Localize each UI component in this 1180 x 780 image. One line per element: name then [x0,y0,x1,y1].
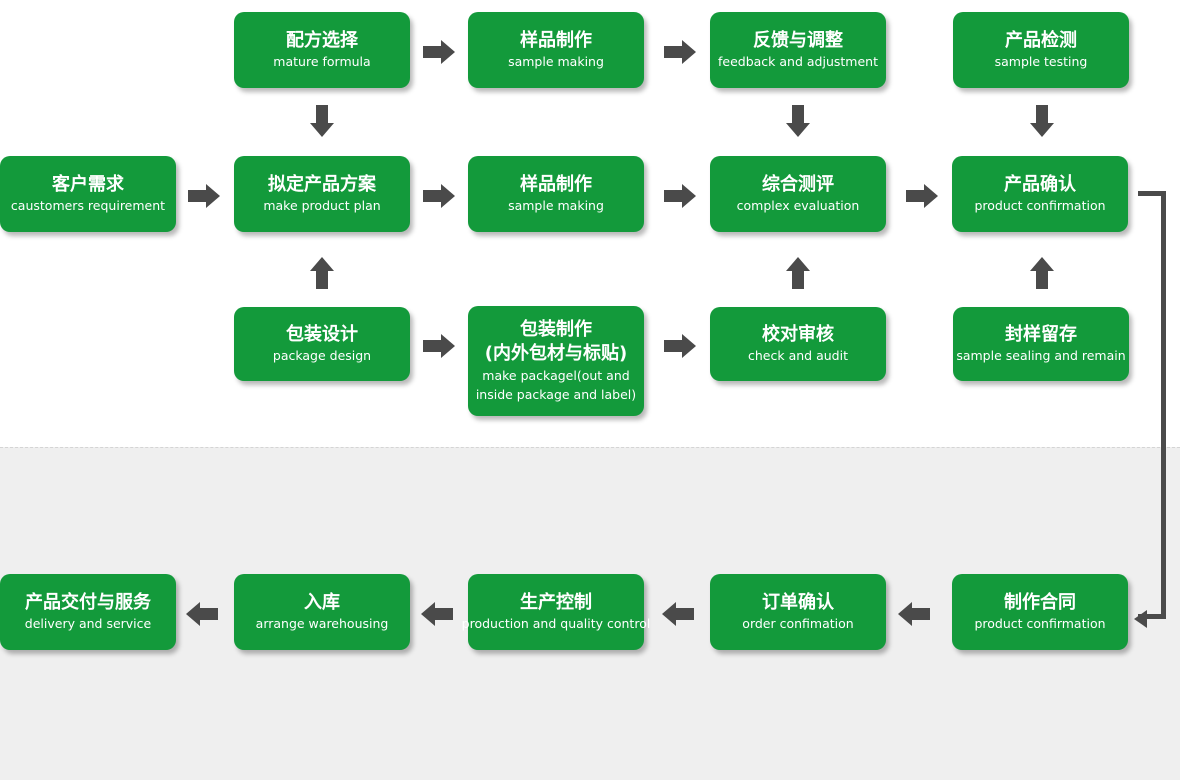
node-subtitle: check and audit [748,348,848,363]
node-subtitle: make product plan [263,198,381,213]
node-subtitle: feedback and adjustment [718,54,878,69]
node-sample-sealing: 封样留存 sample sealing and remain [953,307,1129,381]
arrow-right-icon [188,184,220,208]
arrow-down-icon [310,105,334,137]
node-subtitle: product confirmation [974,198,1106,213]
node-title: 入库 [304,592,340,613]
node-subtitle: arrange warehousing [255,616,389,631]
node-subtitle: mature formula [273,54,371,69]
arrow-up-icon [310,257,334,289]
node-mature-formula: 配方选择 mature formula [234,12,410,88]
arrow-right-icon [423,40,455,64]
arrow-left-icon [662,602,694,626]
arrow-left-icon [421,602,453,626]
node-title: 综合测评 [762,174,834,195]
node-customer-requirement: 客户需求 caustomers requirement [0,156,176,232]
node-subtitle: complex evaluation [736,198,860,213]
connector-line [1138,191,1166,619]
node-order-confirmation: 订单确认 order confimation [710,574,886,650]
node-title: 包装制作 [520,319,592,340]
node-subtitle: production and quality control [461,616,651,631]
node-sample-testing: 产品检测 sample testing [953,12,1129,88]
node-title: 包装设计 [286,324,358,345]
node-subtitle: caustomers requirement [10,198,166,213]
node-subtitle: make packagel(out and inside package and… [475,368,637,402]
node-title: 生产控制 [520,592,592,613]
node-subtitle: order confimation [742,616,854,631]
node-title: 校对审核 [762,324,834,345]
node-title: 产品交付与服务 [25,592,151,613]
node-package-making: 包装制作 (内外包材与标贴) make packagel(out and ins… [468,306,644,416]
node-subtitle: package design [272,348,372,363]
arrow-left-icon [898,602,930,626]
connector-arrowhead-icon [1134,610,1147,628]
arrow-right-icon [664,184,696,208]
node-title: 产品检测 [1005,30,1077,51]
node-title: 拟定产品方案 [268,174,376,195]
node-warehousing: 入库 arrange warehousing [234,574,410,650]
node-feedback-adjustment: 反馈与调整 feedback and adjustment [710,12,886,88]
node-subtitle: delivery and service [24,616,152,631]
node-product-confirmation: 产品确认 product confirmation [952,156,1128,232]
node-title: 制作合同 [1004,592,1076,613]
node-subtitle: sample sealing and remain [956,348,1126,363]
arrow-right-icon [664,334,696,358]
node-title-line2: (内外包材与标贴) [484,343,628,364]
arrow-right-icon [423,184,455,208]
arrow-down-icon [786,105,810,137]
node-title: 产品确认 [1004,174,1076,195]
node-title: 样品制作 [520,30,592,51]
arrow-up-icon [786,257,810,289]
node-sample-making-mid: 样品制作 sample making [468,156,644,232]
arrow-right-icon [906,184,938,208]
node-title: 封样留存 [1005,324,1077,345]
node-title: 配方选择 [286,30,358,51]
node-complex-evaluation: 综合测评 complex evaluation [710,156,886,232]
node-subtitle: sample making [508,54,604,69]
node-production-control: 生产控制 production and quality control [462,574,650,650]
node-package-design: 包装设计 package design [234,307,410,381]
arrow-right-icon [423,334,455,358]
node-delivery-service: 产品交付与服务 delivery and service [0,574,176,650]
node-title: 样品制作 [520,174,592,195]
node-check-audit: 校对审核 check and audit [710,307,886,381]
node-contract: 制作合同 product confirmation [952,574,1128,650]
node-subtitle: sample making [508,198,604,213]
node-subtitle: product confirmation [974,616,1106,631]
arrow-up-icon [1030,257,1054,289]
node-title: 客户需求 [52,174,124,195]
arrow-down-icon [1030,105,1054,137]
node-title: 订单确认 [762,592,834,613]
node-title: 反馈与调整 [753,30,843,51]
arrow-left-icon [186,602,218,626]
node-product-plan: 拟定产品方案 make product plan [234,156,410,232]
arrow-right-icon [664,40,696,64]
node-sample-making-top: 样品制作 sample making [468,12,644,88]
node-subtitle: sample testing [994,54,1088,69]
